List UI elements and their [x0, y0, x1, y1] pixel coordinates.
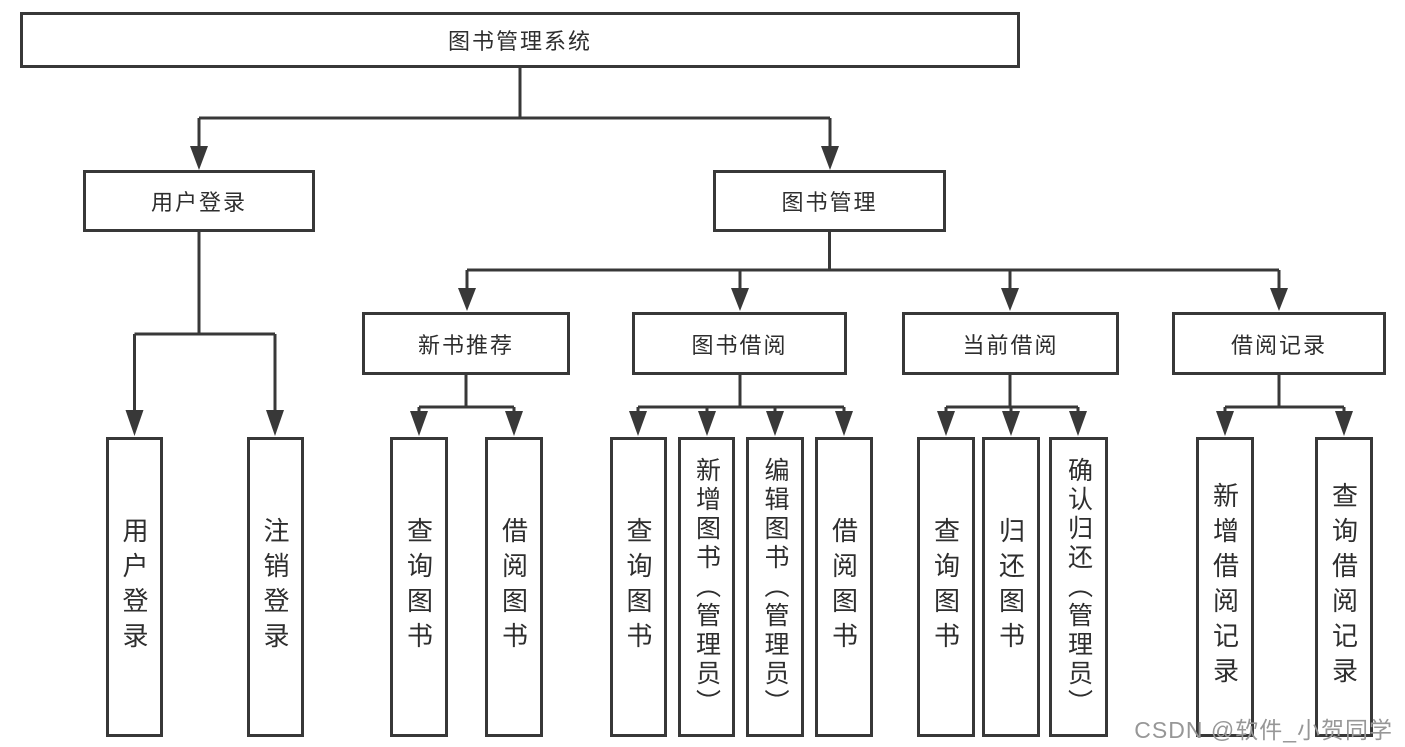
leaf-query-books-current-label: 查询图书: [930, 517, 961, 657]
connector-borrow-record-branch: [1223, 375, 1346, 413]
leaf-query-books-borrow: 查询图书: [610, 437, 667, 737]
leaf-query-books-newbook: 查询图书: [390, 437, 448, 737]
node-book-management: 图书管理: [713, 170, 946, 232]
arrowhead: [458, 288, 476, 311]
arrowhead: [698, 411, 716, 436]
node-borrow-records-label: 借阅记录: [1230, 332, 1327, 358]
leaf-logout-label: 注销登录: [260, 517, 290, 657]
leaf-logout: 注销登录: [247, 437, 304, 737]
csdn-watermark: CSDN @软件_小贺同学: [1134, 717, 1393, 743]
arrowhead: [1069, 411, 1087, 436]
arrowhead: [835, 411, 853, 436]
arrowhead: [190, 146, 208, 170]
leaf-query-borrow-record: 查询借阅记录: [1315, 437, 1373, 737]
leaf-add-borrow-record: 新增借阅记录: [1196, 437, 1254, 737]
leaf-borrow-books-newbook-label: 借阅图书: [498, 517, 529, 657]
arrowhead: [505, 411, 523, 436]
leaf-query-books-current: 查询图书: [917, 437, 975, 737]
node-user-login: 用户登录: [83, 170, 315, 232]
leaf-user-login-label: 用户登录: [119, 517, 149, 657]
leaf-confirm-return-admin-label: 确认归还（管理员）: [1064, 456, 1093, 718]
leaf-add-borrow-record-label: 新增借阅记录: [1209, 482, 1240, 692]
leaf-borrow-books-borrow-label: 借阅图书: [828, 517, 859, 657]
node-book-borrow-label: 图书借阅: [691, 332, 788, 358]
arrowhead: [937, 411, 955, 436]
arrowhead: [629, 411, 647, 436]
leaf-borrow-books-newbook: 借阅图书: [485, 437, 543, 737]
arrowhead: [821, 146, 839, 170]
leaf-edit-books-admin-label: 编辑图书（管理员）: [761, 456, 789, 718]
connector-book-borrow-branch: [636, 375, 846, 413]
arrowhead: [410, 411, 428, 436]
connector-lines: [133, 68, 1346, 413]
node-book-borrow: 图书借阅: [632, 312, 847, 375]
leaf-add-books-admin: 新增图书（管理员）: [678, 437, 735, 737]
leaf-borrow-books-borrow: 借阅图书: [815, 437, 873, 737]
node-new-book-recommend: 新书推荐: [362, 312, 570, 375]
arrowhead: [1002, 411, 1020, 436]
leaf-return-books-label: 归还图书: [995, 517, 1026, 657]
leaf-add-books-admin-label: 新增图书（管理员）: [692, 456, 721, 718]
arrowhead: [766, 411, 784, 436]
leaf-user-login: 用户登录: [106, 437, 163, 737]
node-user-login-label: 用户登录: [150, 190, 247, 215]
arrowhead: [1270, 288, 1288, 311]
connector-current-borrow-branch: [944, 375, 1080, 413]
node-new-book-recommend-label: 新书推荐: [417, 332, 514, 358]
arrowhead: [1001, 288, 1019, 311]
arrowhead: [1335, 411, 1353, 436]
arrowhead: [125, 410, 144, 436]
node-library-system-label: 图书管理系统: [447, 29, 592, 54]
arrowhead: [1216, 411, 1234, 436]
node-library-system: 图书管理系统: [20, 12, 1020, 68]
leaf-edit-books-admin: 编辑图书（管理员）: [746, 437, 804, 737]
leaf-confirm-return-admin: 确认归还（管理员）: [1049, 437, 1108, 737]
leaf-query-books-borrow-label: 查询图书: [623, 517, 653, 657]
leaf-query-borrow-record-label: 查询借阅记录: [1328, 482, 1359, 692]
node-book-management-label: 图书管理: [781, 190, 878, 215]
connector-book-mgmt-branch: [465, 232, 1281, 290]
node-current-borrow-label: 当前借阅: [962, 332, 1059, 358]
node-borrow-records: 借阅记录: [1172, 312, 1386, 375]
arrowheads: [125, 146, 1353, 436]
arrowhead: [731, 288, 749, 311]
node-current-borrow: 当前借阅: [902, 312, 1119, 375]
connector-root-to-level2: [197, 68, 832, 148]
leaf-return-books: 归还图书: [982, 437, 1040, 737]
leaf-query-books-newbook-label: 查询图书: [403, 517, 434, 657]
connector-new-book-branch: [417, 375, 516, 413]
connector-user-login-branch: [133, 232, 277, 412]
arrowhead: [266, 410, 284, 436]
